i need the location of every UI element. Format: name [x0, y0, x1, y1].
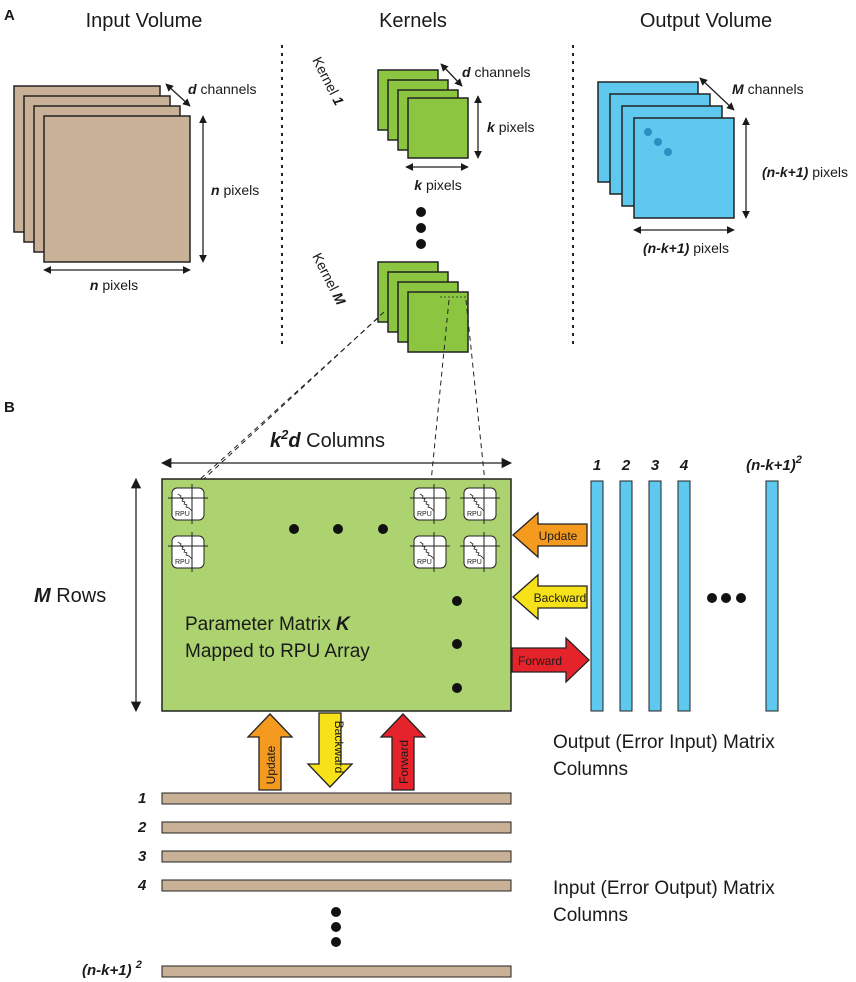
matrix-horizontal-dots	[289, 524, 388, 534]
forward-arrow-right: Forward	[511, 636, 590, 684]
rpu-cell: RPU	[409, 483, 451, 525]
kernel-m-stack	[377, 261, 469, 353]
backward-arrow-down: Backward	[306, 712, 354, 788]
svg-text:RPU: RPU	[417, 511, 432, 518]
input-row-label: 2	[137, 819, 147, 836]
rpu-cell: RPU	[459, 483, 501, 525]
svg-text:Forward: Forward	[397, 740, 411, 784]
input-volume-title: Input Volume	[86, 10, 203, 32]
output-columns	[590, 480, 779, 712]
svg-text:RPU: RPU	[467, 559, 482, 566]
kernel-height-label: k pixels	[487, 119, 534, 135]
input-depth-arrow	[165, 83, 191, 107]
forward-arrow-up: Forward	[379, 713, 427, 791]
svg-text:Update: Update	[264, 745, 278, 784]
svg-text:Forward: Forward	[518, 654, 562, 668]
backward-arrow-right: Backward	[512, 573, 588, 621]
svg-text:Backward: Backward	[332, 721, 346, 774]
input-height-label: n pixels	[211, 182, 259, 198]
rpu-cell: RPU	[409, 531, 451, 573]
output-width-label: (n-k+1) pixels	[643, 240, 729, 256]
input-row-label: 3	[138, 848, 147, 865]
output-column-label: 3	[651, 457, 660, 474]
output-height-label: (n-k+1) pixels	[762, 164, 848, 180]
panel-a-letter: A	[4, 7, 15, 24]
kernel-1-label: Kernel 1	[309, 54, 347, 108]
rows-label: M Rows	[34, 585, 106, 607]
update-arrow-right: Update	[512, 511, 588, 559]
output-matrix-caption: Output (Error Input) Matrix	[553, 732, 775, 753]
rpu-cell: RPU	[167, 531, 209, 573]
input-rows	[161, 792, 512, 978]
update-arrow-down: Update	[246, 713, 294, 791]
input-row-label: 1	[138, 790, 146, 807]
output-depth-label: M channels	[732, 81, 804, 97]
input-row-label-last: (n-k+1) 2	[82, 959, 142, 979]
matrix-subtitle: Mapped to RPU Array	[185, 641, 370, 662]
svg-text:Backward: Backward	[534, 591, 587, 605]
input-volume-stack	[13, 85, 191, 263]
output-volume-stack	[597, 81, 735, 219]
kernel-m-label: Kernel M	[309, 250, 349, 307]
input-row-labels: 1 2 3 4 (n-k+1) 2	[82, 790, 147, 979]
output-columns-dots	[707, 593, 746, 603]
input-rows-dots	[331, 907, 341, 947]
output-column-label-last: (n-k+1)2	[746, 454, 802, 474]
parameter-matrix	[161, 478, 512, 712]
output-column-label: 4	[679, 457, 689, 474]
matrix-vertical-dots	[452, 596, 462, 693]
columns-label: k2d Columns	[270, 427, 385, 452]
output-column-label: 2	[621, 457, 631, 474]
output-column-labels: 1 2 3 4 (n-k+1)2	[593, 454, 802, 474]
input-matrix-caption-line2: Columns	[553, 905, 628, 926]
svg-text:RPU: RPU	[175, 559, 190, 566]
input-depth-label: d channels	[188, 81, 257, 97]
kernel-1-stack	[377, 69, 469, 159]
svg-text:RPU: RPU	[467, 511, 482, 518]
output-matrix-caption-line2: Columns	[553, 759, 628, 780]
kernel-ellipsis-dots	[416, 207, 426, 249]
kernel-width-label: k pixels	[414, 177, 461, 193]
output-column-label: 1	[593, 457, 601, 474]
matrix-title: Parameter Matrix K	[185, 614, 351, 635]
panel-b-letter: B	[4, 399, 15, 416]
kernels-title: Kernels	[379, 10, 447, 32]
kernel-depth-arrow	[440, 63, 463, 87]
input-row-label: 4	[137, 877, 147, 894]
input-width-label: n pixels	[90, 277, 138, 293]
rpu-cell: RPU	[459, 531, 501, 573]
output-volume-title: Output Volume	[640, 10, 772, 32]
rpu-cell: RPU	[167, 483, 209, 525]
svg-text:Update: Update	[539, 529, 578, 543]
svg-text:RPU: RPU	[175, 511, 190, 518]
kernel-depth-label: d channels	[462, 64, 531, 80]
output-depth-arrow	[699, 77, 735, 111]
svg-text:RPU: RPU	[417, 559, 432, 566]
input-matrix-caption: Input (Error Output) Matrix	[553, 878, 775, 899]
